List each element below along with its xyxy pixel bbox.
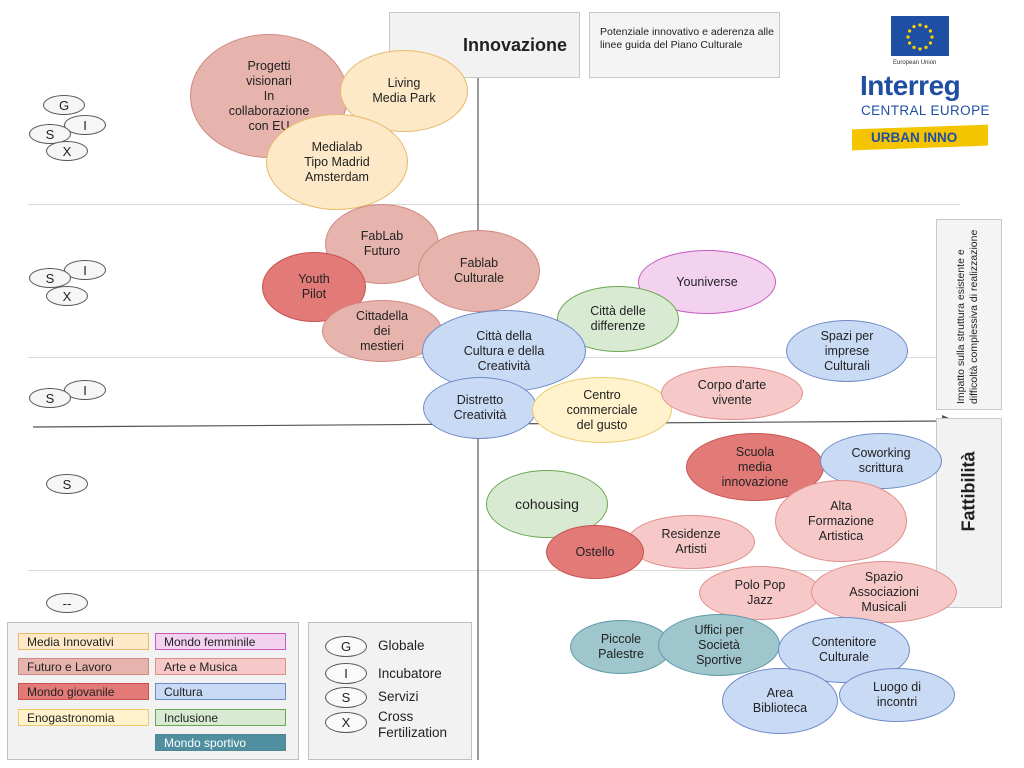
- level-marker-cross: X: [46, 286, 88, 306]
- legend-item-inclusione: Inclusione: [155, 709, 286, 726]
- legend-item-mondo-sportivo: Mondo sportivo: [155, 734, 286, 751]
- legend-item-enogastronomia: Enogastronomia: [18, 709, 149, 726]
- level-marker-services: S: [29, 268, 71, 288]
- symbol-key: G Globale I Incubatore S Servizi X Cross…: [308, 622, 472, 760]
- key-symbol-incubator: I: [325, 663, 367, 684]
- bubble-luogo-incontri: Luogo di incontri: [839, 668, 955, 722]
- level-marker-incubator: I: [64, 115, 106, 135]
- bubble-residenze-artisti: Residenze Artisti: [627, 515, 755, 569]
- central-europe-label: CENTRAL EUROPE: [861, 103, 990, 118]
- innovation-axis-title: Innovazione: [462, 35, 567, 55]
- level-marker-none: --: [46, 593, 88, 613]
- level-marker-services: S: [29, 124, 71, 144]
- bubble-centro-commerciale: Centro commerciale del gusto: [532, 377, 672, 443]
- interreg-logo-text: Interreg: [860, 70, 961, 101]
- bubble-coworking: Coworking scrittura: [820, 433, 942, 489]
- level-marker-services: S: [29, 388, 71, 408]
- eu-stars-icon: [906, 23, 934, 51]
- feasibility-axis-title: Fattibilità: [958, 451, 979, 532]
- bubble-living-media-park: Living Media Park: [340, 50, 468, 132]
- key-label-cross: Cross Fertilization: [378, 709, 448, 740]
- level-separator: [28, 570, 960, 571]
- bubble-spazi-imprese: Spazi per imprese Culturali: [786, 320, 908, 382]
- key-symbol-global: G: [325, 636, 367, 657]
- key-symbol-services: S: [325, 687, 367, 708]
- bubble-spazio-associazioni: Spazio Associazioni Musicali: [811, 561, 957, 623]
- legend-item-arte-musica: Arte e Musica: [155, 658, 286, 675]
- bubble-citta-differenze: Città delle differenze: [557, 286, 679, 352]
- level-marker-incubator: I: [64, 380, 106, 400]
- bubble-cittadella-mestieri: Cittadella dei mestieri: [322, 300, 442, 362]
- bubble-fablab-culturale: Fablab Culturale: [418, 230, 540, 312]
- legend-item-mondo-giovanile: Mondo giovanile: [18, 683, 149, 700]
- bubble-area-biblioteca: Area Biblioteca: [722, 668, 838, 734]
- legend-item-mondo-femminile: Mondo femminile: [155, 633, 286, 650]
- innovation-axis-description: Potenziale innovativo e aderenza alle li…: [600, 26, 774, 51]
- key-symbol-cross: X: [325, 712, 367, 733]
- bubble-medialab: Medialab Tipo Madrid Amsterdam: [266, 114, 408, 210]
- bubble-ostello: Ostello: [546, 525, 644, 579]
- level-separator: [28, 204, 960, 205]
- feasibility-axis-description-box: Impatto sulla struttura esistente e diff…: [936, 219, 1002, 410]
- bubble-alta-formazione: Alta Formazione Artistica: [775, 480, 907, 562]
- bubble-polo-pop-jazz: Polo Pop Jazz: [699, 566, 821, 620]
- level-marker-services: S: [46, 474, 88, 494]
- legend-item-futuro-lavoro: Futuro e Lavoro: [18, 658, 149, 675]
- category-legend: Media Innovativi Mondo femminile Futuro …: [7, 622, 299, 760]
- eu-flag-icon: [891, 16, 949, 56]
- legend-item-media-innovativi: Media Innovativi: [18, 633, 149, 650]
- urban-inno-label: URBAN INNO: [871, 130, 958, 145]
- bubble-citta-cultura: Città della Cultura e della Creatività: [422, 310, 586, 392]
- level-marker-cross: X: [46, 141, 88, 161]
- eu-label: European Union: [893, 60, 937, 66]
- bubble-distretto-creativita: Distretto Creatività: [423, 377, 537, 439]
- feasibility-axis-description: Impatto sulla struttura esistente e diff…: [955, 229, 980, 404]
- key-label-global: Globale: [378, 638, 425, 653]
- key-label-incubator: Incubatore: [378, 666, 442, 681]
- key-label-services: Servizi: [378, 689, 419, 704]
- bubble-corpo-arte: Corpo d'arte vivente: [661, 366, 803, 420]
- bubble-uffici-societa: Uffici per Società Sportive: [658, 614, 780, 676]
- level-marker-global: G: [43, 95, 85, 115]
- legend-item-cultura: Cultura: [155, 683, 286, 700]
- innovation-axis-description-box: Potenziale innovativo e aderenza alle li…: [589, 12, 780, 78]
- bubble-piccole-palestre: Piccole Palestre: [570, 620, 672, 674]
